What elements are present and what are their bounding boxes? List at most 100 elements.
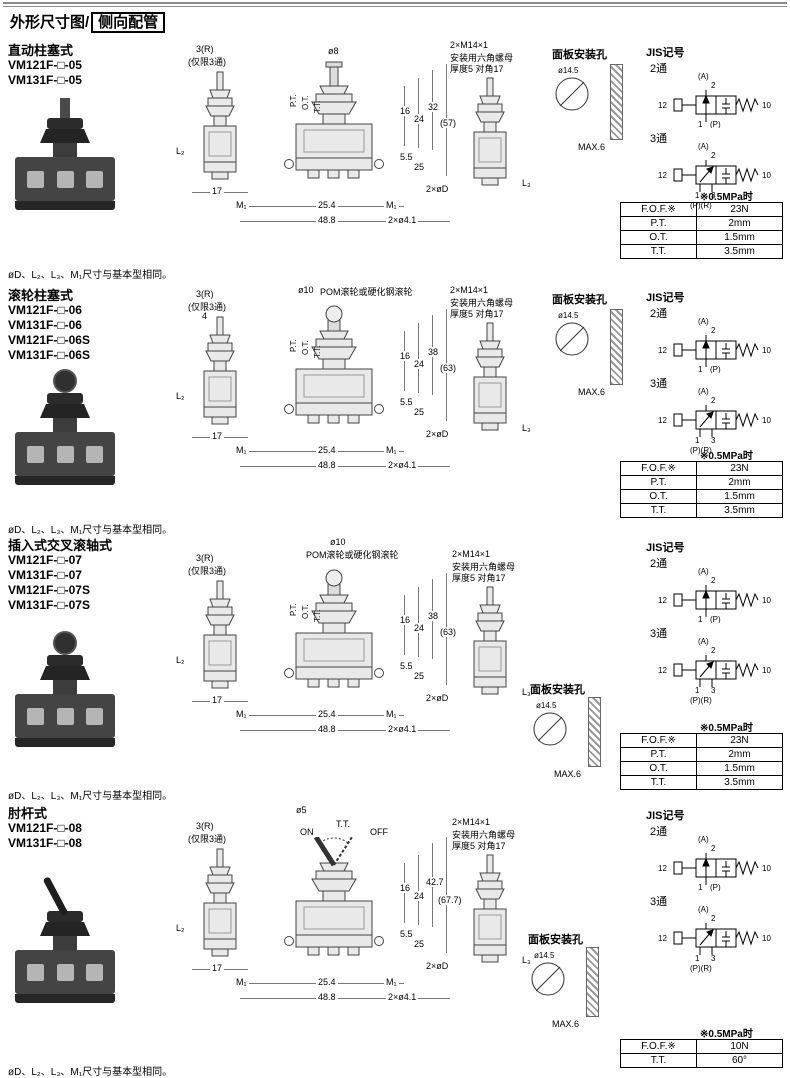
front-view-drawing <box>284 837 384 956</box>
jis-3way-label: 3通 <box>650 896 668 908</box>
port-1-label: 1 <box>695 436 700 445</box>
dim-line <box>240 221 450 222</box>
table-key: T.T. <box>620 775 697 790</box>
port-1-label: 1 <box>698 120 703 128</box>
table-row: F.O.F.※10N <box>620 1039 783 1054</box>
jis-3way-label: 3通 <box>650 378 668 390</box>
side-view-left-drawing <box>203 580 237 689</box>
spring-10-label: 10 <box>762 416 771 425</box>
dim-l2: L₂ <box>176 391 185 401</box>
photo-port <box>27 707 45 725</box>
table-value: 1.5mm <box>696 761 783 776</box>
jis-title: JIS记号 <box>646 810 685 822</box>
model-number: VM121F-□-08 <box>8 821 82 835</box>
photo-plunger-tip <box>60 98 70 118</box>
port-pr-label: (P)(R) <box>690 696 712 705</box>
port-1-label: 1 <box>698 883 703 891</box>
port-2-label: 2 <box>711 646 716 655</box>
panel-hole-diameter: ø14.5 <box>558 311 579 320</box>
dim-25: 25 <box>412 407 427 417</box>
dim-5-5: 5.5 <box>398 661 415 671</box>
side-view-left-drawing <box>203 848 237 957</box>
lever-tt-label: T.T. <box>336 819 351 829</box>
dim-l3: L₃ <box>522 687 531 697</box>
dim-total: (63) <box>438 363 459 373</box>
nut-spec: 厚度5 对角17 <box>452 573 506 583</box>
section-title: 肘杆式 <box>8 806 48 821</box>
photo-base <box>15 201 115 210</box>
dim-pt: P.T. <box>289 339 298 352</box>
nut-spec: 厚度5 对角17 <box>450 64 504 74</box>
photo-port <box>85 707 103 725</box>
dim-line <box>404 863 405 923</box>
page-title-prefix: 外形尺寸图/ <box>10 14 90 31</box>
pilot-12-label: 12 <box>658 864 667 873</box>
dim-17: 17 <box>210 431 225 441</box>
lever-on-label: ON <box>300 827 314 837</box>
table-key: O.T. <box>620 489 697 504</box>
dim-17: 17 <box>210 963 225 973</box>
photo-valve-body <box>15 157 115 201</box>
nut-spec: 安装用六角螺母 <box>452 562 516 572</box>
port-2-label: 2 <box>711 326 716 335</box>
dim-l3: L₃ <box>522 178 531 188</box>
model-number: VM121F-□-06S <box>8 333 90 347</box>
dim-2xd: 2×øD <box>424 961 451 971</box>
model-number: VM121F-□-07 <box>8 553 82 567</box>
pilot-12-label: 12 <box>658 416 667 425</box>
side-view-right-drawing <box>473 586 507 695</box>
roller-material-note: POM滚轮或硬化钢滚轮 <box>320 287 413 297</box>
port-a-label: (A) <box>698 387 709 396</box>
dim-17: 17 <box>210 186 225 196</box>
table-row: P.T.2mm <box>620 216 783 231</box>
port-3-label: 3 <box>711 436 716 445</box>
table-key: O.T. <box>620 230 697 245</box>
dim-3r: 3(R) <box>196 44 214 54</box>
jis-2way-label: 2通 <box>650 558 668 570</box>
table-key: F.O.F.※ <box>620 733 697 748</box>
panel-section-hatch <box>610 64 623 140</box>
pilot-12-label: 12 <box>658 666 667 675</box>
dim-line <box>418 323 419 393</box>
dim-24: 24 <box>412 359 427 369</box>
dim-mount-holes: 2×ø4.1 <box>386 215 419 225</box>
nut-spec: 厚度5 对角17 <box>450 309 504 319</box>
panel-hole-title: 面板安装孔 <box>530 684 585 696</box>
dim-5-5: 5.5 <box>398 397 415 407</box>
photo-hex-nut <box>40 922 90 936</box>
dim-5-5: 5.5 <box>398 152 415 162</box>
port-a-label: (A) <box>698 72 709 81</box>
dim-25-4: 25.4 <box>316 445 338 455</box>
dim-line <box>404 331 405 391</box>
dim-l3: L₃ <box>522 423 531 433</box>
front-view-drawing <box>284 569 384 688</box>
model-number: VM131F-□-08 <box>8 836 82 850</box>
port-pr-label: (P)(R) <box>690 964 712 973</box>
force-table: F.O.F.※23N P.T.2mm O.T.1.5mm T.T.3.5mm <box>620 733 783 790</box>
table-key: T.T. <box>620 1053 697 1068</box>
dim-tip-diameter: ø8 <box>328 46 339 56</box>
port-1-label: 1 <box>698 365 703 373</box>
table-value: 23N <box>696 461 783 476</box>
nut-spec: 安装用六角螺母 <box>452 830 516 840</box>
table-key: T.T. <box>620 244 697 259</box>
dim-16: 16 <box>398 615 413 625</box>
port-1-label: 1 <box>695 686 700 695</box>
dim-pt: P.T. <box>289 603 298 616</box>
photo-base <box>15 738 115 747</box>
photo-neck <box>53 143 77 157</box>
table-row: F.O.F.※23N <box>620 461 783 476</box>
table-key: F.O.F.※ <box>620 202 697 217</box>
pressure-note: ※0.5MPa时 <box>700 723 753 734</box>
table-row: T.T.3.5mm <box>620 244 783 259</box>
panel-hole-diameter: ø14.5 <box>558 66 579 75</box>
dim-16: 16 <box>398 351 413 361</box>
photo-port <box>27 170 45 188</box>
